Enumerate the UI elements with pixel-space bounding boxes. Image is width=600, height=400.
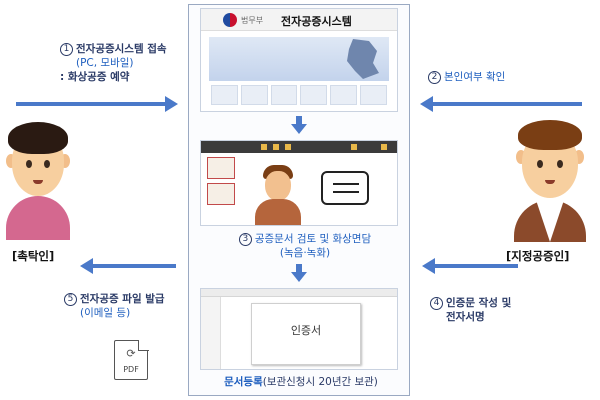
step-5-line1: 전자공증 파일 발급 xyxy=(80,293,165,305)
step-number: 4 xyxy=(430,297,443,310)
notary-body xyxy=(255,199,301,225)
step-number: 3 xyxy=(238,233,252,246)
step-5-line2: (이메일 등) xyxy=(80,307,131,319)
doc-page: 인증서 xyxy=(251,303,361,365)
notary-ear xyxy=(516,150,526,164)
arrow-notary-to-system xyxy=(420,96,582,112)
step-1-line3: : 화상공증 예약 xyxy=(60,71,130,83)
step-number: 1 xyxy=(60,43,73,56)
step-3-sub: (녹음·녹화) xyxy=(279,247,331,259)
scroll-document-icon xyxy=(321,171,369,205)
participant-thumbnail xyxy=(207,157,235,179)
step-number: 2 xyxy=(428,71,441,84)
client-ear xyxy=(6,154,16,168)
document-viewer-screenshot: 인증서 xyxy=(200,288,398,370)
down-arrow-1 xyxy=(291,116,307,134)
client-body xyxy=(6,196,70,240)
e-notary-site-screenshot: 법무부 전자공증시스템 xyxy=(200,8,398,112)
notary-eye xyxy=(557,160,563,168)
arrow-client-to-system xyxy=(16,96,178,112)
notary-ear xyxy=(574,150,584,164)
video-toolbar xyxy=(201,141,397,153)
step-number: 5 xyxy=(64,293,77,306)
down-arrow-2 xyxy=(291,264,307,282)
notary-role-label: [지정공증인] xyxy=(506,249,570,263)
step-2-text: 본인여부 확인 xyxy=(444,71,506,83)
step-1-line2: (PC, 모바일) xyxy=(76,57,134,69)
client-ear xyxy=(60,154,70,168)
client-role-label: [촉탁인] xyxy=(12,249,55,263)
notary-person xyxy=(510,110,590,250)
participant-thumbnail xyxy=(207,183,235,205)
site-header: 법무부 전자공증시스템 xyxy=(201,9,397,31)
government-emblem-icon xyxy=(223,13,237,27)
arrow-system-to-client xyxy=(80,258,176,274)
arrow-notary-to-system-2 xyxy=(422,258,518,274)
pdf-file-icon: ⟳ PDF xyxy=(114,339,149,380)
client-person xyxy=(4,110,74,250)
doc-page-title: 인증서 xyxy=(290,324,322,337)
video-meeting-screenshot xyxy=(200,140,398,226)
step-4-line2: 전자서명 xyxy=(446,311,485,323)
client-mouth xyxy=(33,180,43,184)
doc-toolbar xyxy=(201,289,397,297)
step-4-line1: 인증문 작성 및 xyxy=(446,297,512,309)
doc-sidebar xyxy=(201,297,221,369)
site-org-name: 법무부 xyxy=(241,16,264,25)
site-title: 전자공증시스템 xyxy=(281,15,352,28)
refresh-icon: ⟳ xyxy=(126,347,136,360)
doc-register-bold: 문서등록 xyxy=(224,376,263,388)
client-eye xyxy=(26,160,32,168)
client-eye xyxy=(44,160,50,168)
step-3-text: 공증문서 검토 및 화상면담 xyxy=(254,233,372,245)
notary-face xyxy=(265,171,291,201)
site-menu-tiles xyxy=(211,85,387,105)
step-1-line1: 전자공증시스템 접속 xyxy=(76,43,167,55)
pdf-label: PDF xyxy=(123,365,139,374)
notary-eye xyxy=(537,160,543,168)
doc-register-rest: (보관신청시 20년간 보관) xyxy=(262,376,378,388)
notary-mouth xyxy=(545,180,555,184)
doc-register-label: 문서등록(보관신청시 20년간 보관) xyxy=(196,375,406,389)
client-hair xyxy=(8,122,68,154)
notary-hair xyxy=(518,120,582,150)
